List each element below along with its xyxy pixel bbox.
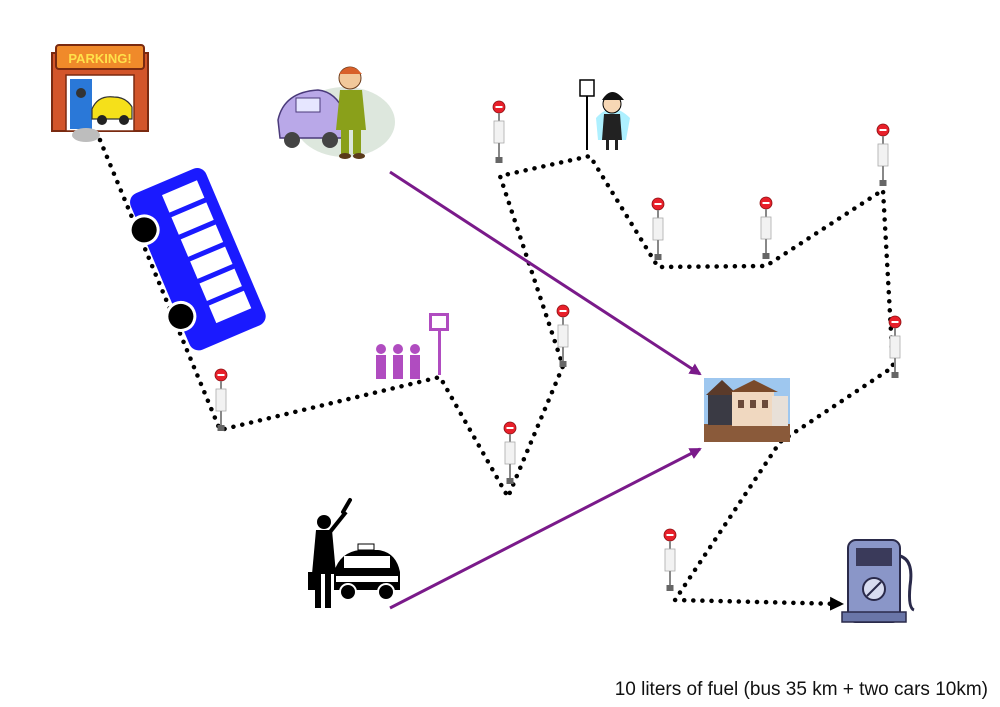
bus-stop-icon [876,123,890,187]
fuel-pump-icon [841,539,915,623]
car-driver-icon [277,66,395,159]
parking-garage-icon: PARKING! [51,44,149,142]
waiting-woman-icon [579,79,630,150]
car-route-arrow-bottom [389,447,702,610]
bus-stop-icon [759,196,773,260]
bus-icon [128,168,266,351]
bus-route-dotted-line [97,137,896,611]
bus-stop-icon [492,100,506,164]
parking-sign-text: PARKING! [68,51,131,66]
bus-stop-icon [888,315,902,379]
bus-stop-icon [503,421,517,485]
bus-stop-icon [214,368,228,432]
fuel-summary-caption: 10 liters of fuel (bus 35 km + two cars … [614,679,988,700]
car-route-arrow-top [389,170,702,376]
bus-stop-icon [651,197,665,261]
town-icon [704,378,790,442]
bus-stop-icon [663,528,677,592]
waiting-group-icon [376,313,449,379]
taxi-icon [308,498,400,608]
